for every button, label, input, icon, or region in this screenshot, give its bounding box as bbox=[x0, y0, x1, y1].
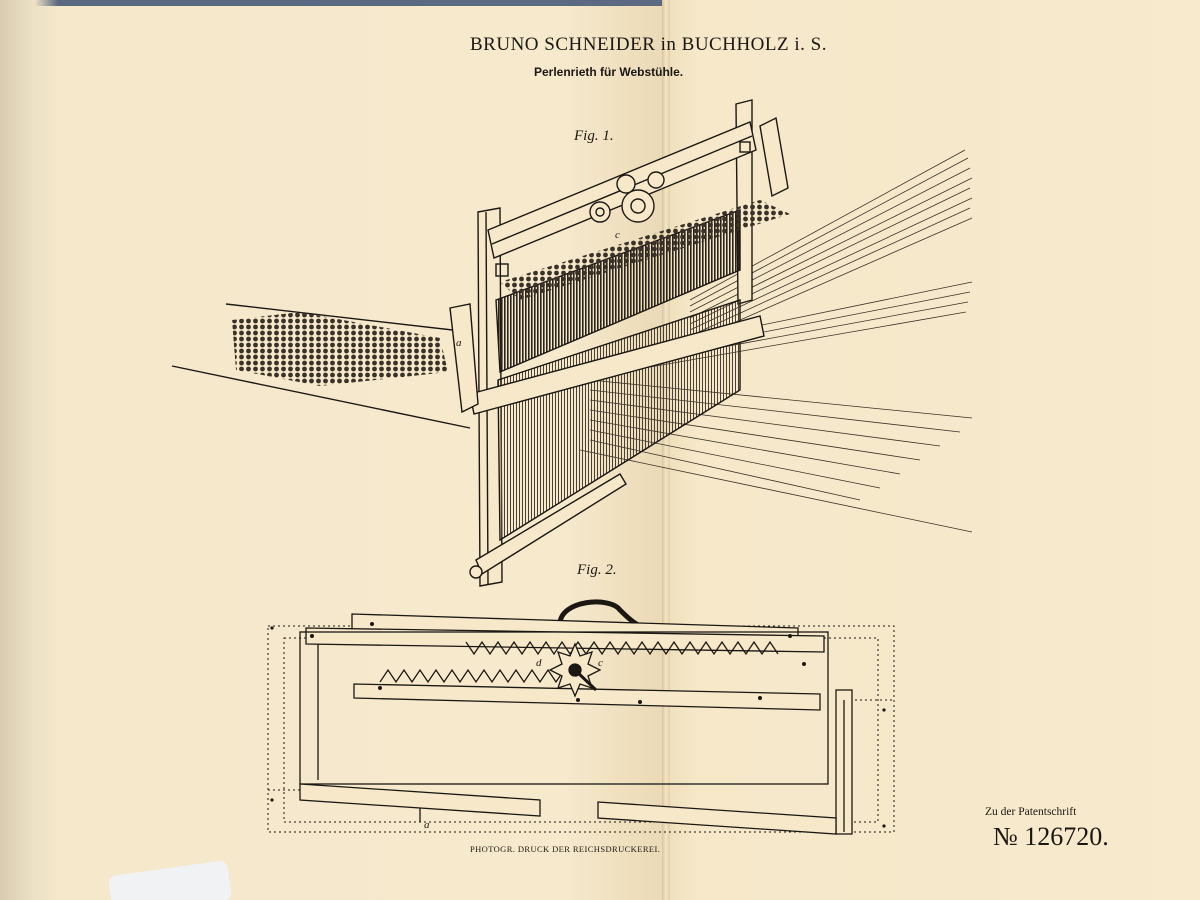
letter-a-fig2: a bbox=[424, 819, 430, 831]
figure-2-label: Fig. 2. bbox=[577, 562, 617, 578]
patent-reference-label: Zu der Patentschrift bbox=[985, 806, 1077, 818]
letter-c-fig2: c bbox=[598, 657, 603, 669]
page-stack-edge bbox=[0, 0, 58, 900]
letter-d-fig2: d bbox=[536, 657, 542, 669]
patent-number: № 126720. bbox=[993, 822, 1109, 851]
letter-c-fig1: c bbox=[615, 229, 620, 241]
patent-title: BRUNO SCHNEIDER in BUCHHOLZ i. S. bbox=[470, 34, 827, 55]
figure-2-drawing bbox=[267, 599, 895, 835]
patent-subtitle: Perlenrieth für Webstühle. bbox=[534, 65, 684, 79]
figure-1-drawing bbox=[171, 99, 973, 587]
letter-a-fig1: a bbox=[456, 337, 462, 349]
figure-1-label: Fig. 1. bbox=[574, 128, 614, 144]
book-spine bbox=[662, 0, 670, 900]
printer-note: PHOTOGR. DRUCK DER REICHSDRUCKEREI. bbox=[470, 844, 661, 854]
